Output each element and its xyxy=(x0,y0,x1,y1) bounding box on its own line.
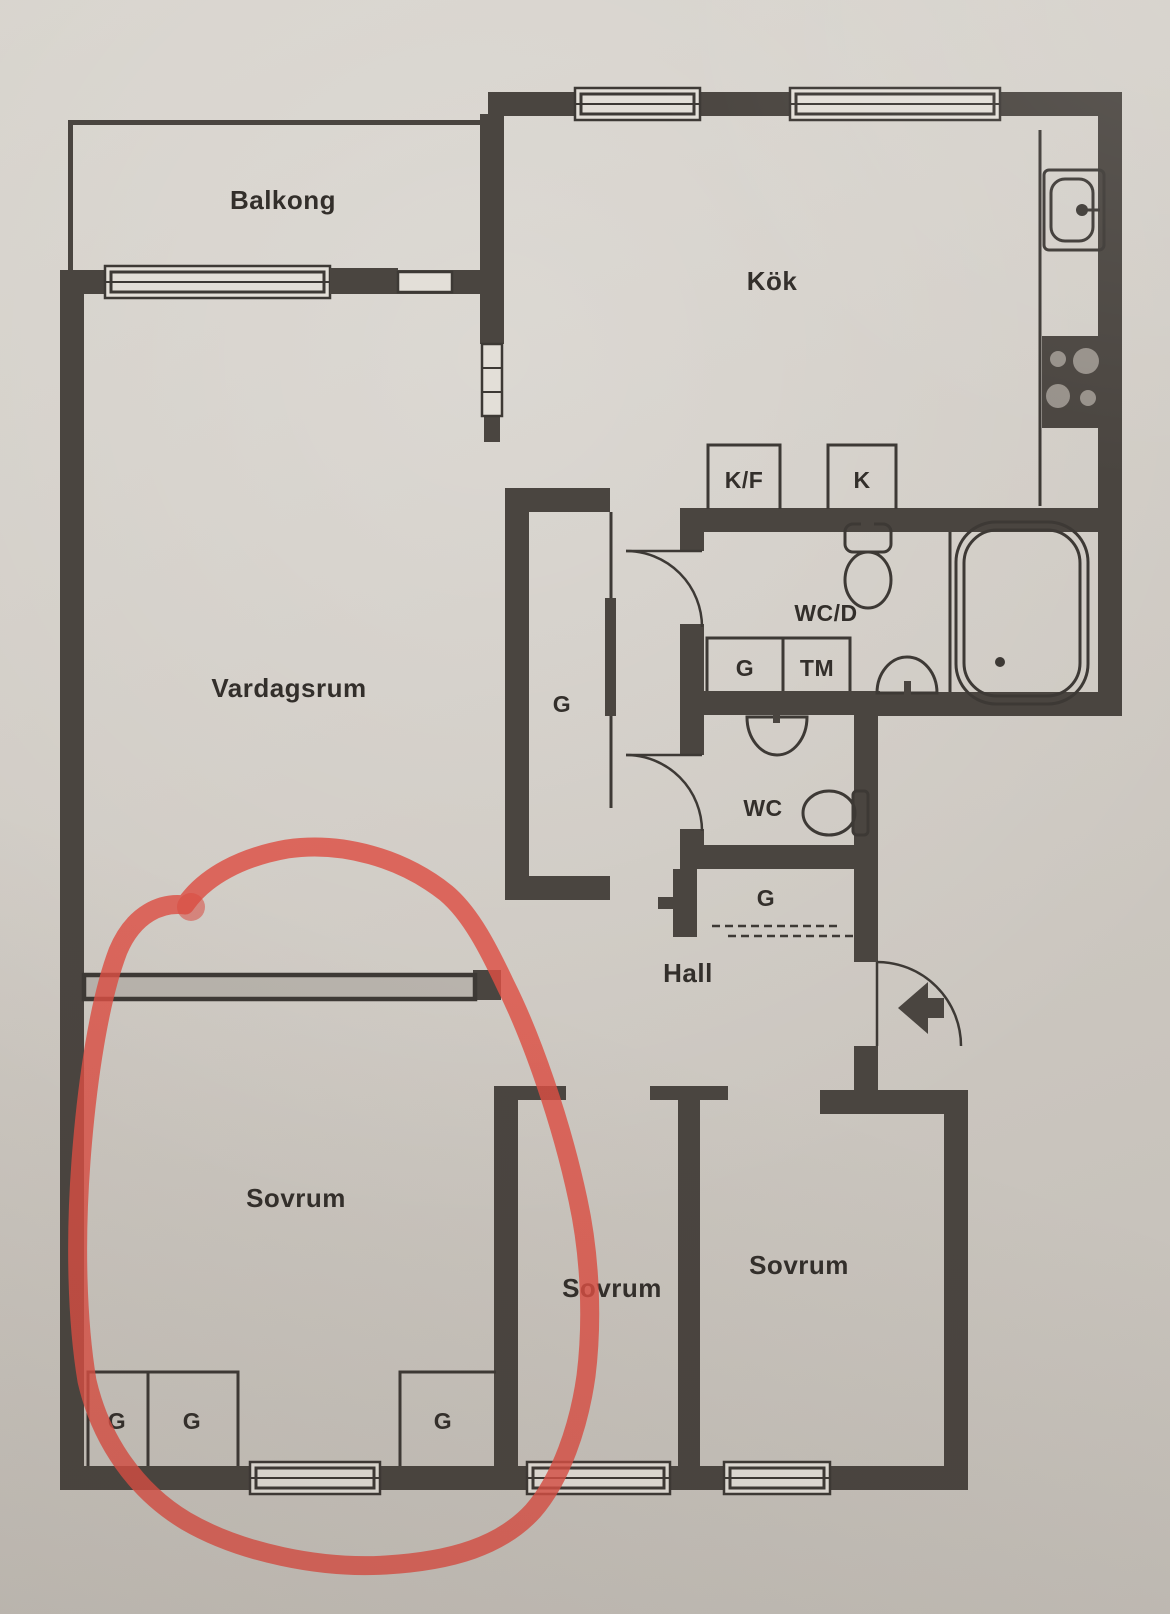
wall-segment xyxy=(680,508,1122,532)
fridge-freezer-box xyxy=(706,443,782,509)
wall-segment xyxy=(68,120,488,125)
wardrobe-box xyxy=(86,1370,240,1466)
room-label-bedroom-middle: Sovrum xyxy=(562,1273,662,1303)
wall-segment xyxy=(658,897,673,909)
wall-segment xyxy=(678,1100,700,1466)
wall-segment xyxy=(68,120,73,272)
bathtub-icon xyxy=(948,520,1090,706)
room-label-living-room: Vardagsrum xyxy=(211,673,366,703)
wall-segment xyxy=(680,829,704,845)
bedroom-window xyxy=(248,1460,382,1496)
room-label-bathroom: WC/D xyxy=(794,600,857,626)
wall-segment xyxy=(673,869,697,937)
toilet-icon xyxy=(801,789,870,837)
room-label-hall: Hall xyxy=(663,958,713,988)
wardrobe-box xyxy=(398,1370,496,1466)
room-labels: Balkong Kök K/F K WC/D G TM WC G G Hall … xyxy=(108,185,870,1434)
wall-segment xyxy=(854,1046,878,1094)
wall-segment xyxy=(854,716,878,962)
wall-segment xyxy=(484,416,500,442)
balcony-walls xyxy=(68,120,488,272)
appliance-label-fridge-freezer: K/F xyxy=(725,467,764,493)
wall-segment xyxy=(680,715,704,755)
wall-segment xyxy=(505,488,529,900)
wall-segment xyxy=(60,1466,968,1490)
wardrobe-label-bottom-2: G xyxy=(183,1408,201,1434)
bathroom-door xyxy=(625,549,704,628)
washbasin-icon xyxy=(875,655,939,698)
doors xyxy=(605,512,963,1047)
room-label-kitchen: Kök xyxy=(747,266,798,296)
red-marker-annotation xyxy=(68,837,600,1576)
tall-closet-door xyxy=(605,512,616,808)
wardrobe-label-bathroom: G xyxy=(736,655,754,681)
walls xyxy=(60,92,1122,1490)
wall-segment xyxy=(820,1090,968,1114)
room-label-balcony: Balkong xyxy=(230,185,336,215)
interior-window xyxy=(480,342,504,418)
room-label-wc: WC xyxy=(743,795,782,821)
wall-segment xyxy=(680,845,878,869)
wall-segment xyxy=(944,1114,968,1490)
wardrobe-label-bottom-3: G xyxy=(434,1408,452,1434)
wc-door xyxy=(625,753,704,832)
marker-start-blob xyxy=(177,893,205,921)
appliance-boxes xyxy=(86,443,898,1466)
wall-segment xyxy=(505,488,610,512)
balcony-window xyxy=(103,264,332,300)
bedroom-window xyxy=(722,1460,832,1496)
kitchen-window xyxy=(788,86,1002,122)
balcony-door xyxy=(330,268,454,294)
wall-segment xyxy=(680,532,704,551)
windows xyxy=(103,86,1002,1496)
wall-segment xyxy=(480,114,504,344)
entrance-door xyxy=(875,960,963,1047)
wall-segment xyxy=(1098,92,1122,716)
wardrobe-label-hall: G xyxy=(757,885,775,911)
wall-segment xyxy=(494,1086,518,1466)
kitchen-sink-icon xyxy=(1042,168,1106,252)
partition-wall xyxy=(81,972,478,1002)
wall-segment xyxy=(505,876,610,900)
appliance-label-washing-machine: TM xyxy=(800,655,834,681)
fridge-box xyxy=(826,443,898,509)
appliance-label-fridge: K xyxy=(853,467,870,493)
washbasin-icon xyxy=(745,707,809,757)
toilet-icon xyxy=(843,518,893,610)
kitchen-window xyxy=(573,86,702,122)
closet-sliding-door xyxy=(712,924,856,938)
room-label-bedroom-left: Sovrum xyxy=(246,1183,346,1213)
wardrobe-label-tall-closet: G xyxy=(553,691,571,717)
entry-arrow-icon xyxy=(898,982,944,1034)
room-label-bedroom-right: Sovrum xyxy=(749,1250,849,1280)
fixtures xyxy=(745,130,1106,837)
wall-segment xyxy=(650,1086,728,1100)
wardrobe-washer-box xyxy=(705,636,852,691)
stove-icon xyxy=(1042,336,1100,428)
